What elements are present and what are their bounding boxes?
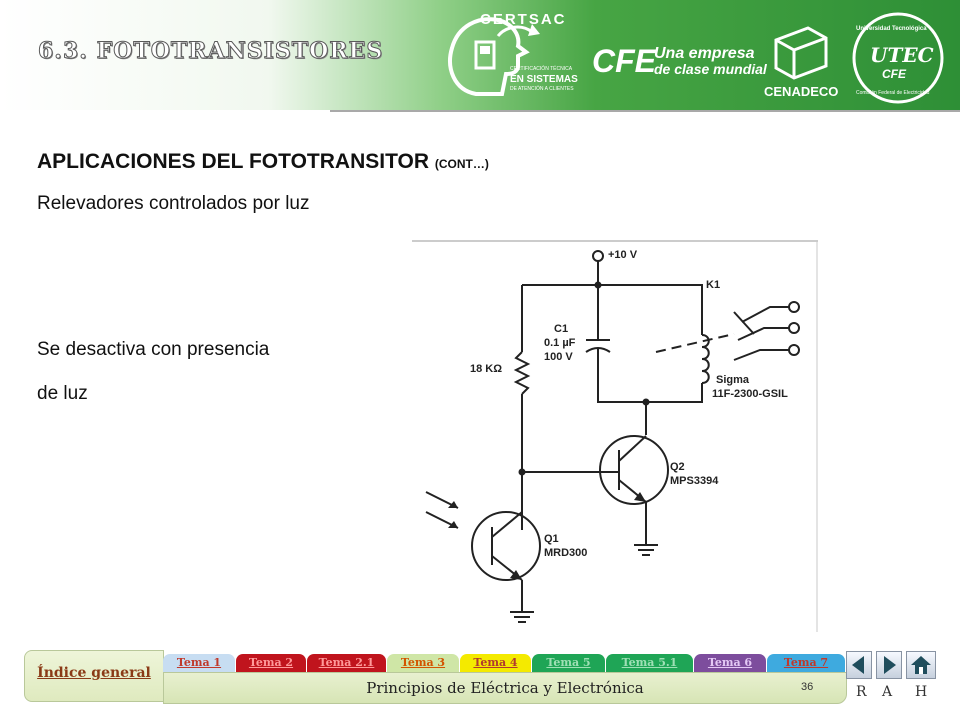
section-title: 6.3. FOTOTRANSISTORES — [37, 38, 384, 65]
transistor-q2 — [599, 435, 669, 505]
heading-cont: (CONT…) — [434, 157, 489, 171]
label-q2-part: MPS3394 — [670, 475, 719, 487]
page-number: 36 — [801, 681, 814, 693]
svg-text:CFE: CFE — [882, 67, 907, 81]
tab-4[interactable]: Tema 3 — [387, 654, 459, 672]
certsac-wordmark: CERTSAC — [480, 11, 567, 28]
label-q1: Q1 — [544, 533, 559, 545]
certsac-logo: CERTSAC CERTIFICACIÓN TÉCNICA EN SISTEMA… — [448, 11, 578, 96]
body-text-line-3: de luz — [37, 383, 88, 404]
body-text-line-1: Relevadores controlados por luz — [37, 193, 310, 214]
arrow-right-icon — [884, 656, 896, 674]
svg-text:CENADECO: CENADECO — [764, 84, 838, 99]
tab-5[interactable]: Tema 4 — [460, 654, 531, 672]
body-text-line-2: Se desactiva con presencia — [37, 339, 270, 360]
photo-relay-circuit-diagram: +10 V K1 C1 0.1 µF 100 V 18 KΩ Sigma 11F… — [412, 240, 818, 632]
label-relay-model-1: Sigma — [716, 374, 750, 386]
svg-text:Una empresa: Una empresa — [654, 45, 755, 62]
label-vcc: +10 V — [608, 249, 638, 261]
transistor-q1 — [471, 511, 541, 581]
partner-logos: CERTSAC CERTIFICACIÓN TÉCNICA EN SISTEMA… — [448, 11, 944, 104]
course-title: Principios de Eléctrica y Electrónica — [366, 679, 644, 697]
index-general-link[interactable]: Índice general — [37, 665, 151, 681]
tab-9[interactable]: Tema 7 — [767, 654, 845, 672]
footer-bar: Principios de Eléctrica y Electrónica 36 — [163, 672, 847, 704]
label-relay-model-2: 11F-2300-GSIL — [712, 388, 788, 400]
cfe-logo: CFE Una empresa de clase mundial — [592, 43, 768, 79]
utec-logo: Universidad Tecnológica UTEC CFE Comisió… — [852, 12, 944, 104]
nav-label-a: A — [882, 684, 893, 700]
label-k1: K1 — [706, 279, 720, 291]
tab-8[interactable]: Tema 6 — [694, 654, 766, 672]
header-divider — [330, 110, 960, 112]
label-r1: 18 KΩ — [470, 363, 502, 375]
tab-3[interactable]: Tema 2.1 — [307, 654, 386, 672]
slide-heading: APLICACIONES DEL FOTOTRANSITOR (CONT…) — [37, 150, 489, 173]
svg-text:EN SISTEMAS: EN SISTEMAS — [510, 74, 578, 85]
relay-coil — [701, 334, 710, 384]
svg-text:de clase mundial: de clase mundial — [654, 61, 768, 77]
svg-text:Comisión Federal de Electricid: Comisión Federal de Electricidad — [856, 90, 930, 96]
label-c1-value: 0.1 µF — [544, 337, 576, 349]
nav-label-h: H — [915, 684, 928, 700]
next-slide-button[interactable] — [876, 651, 902, 679]
resistor-r1 — [513, 351, 531, 395]
svg-text:CFE: CFE — [592, 43, 658, 79]
home-icon — [911, 656, 931, 674]
prev-slide-button[interactable] — [846, 651, 872, 679]
index-panel: Índice general — [24, 650, 164, 702]
label-q1-part: MRD300 — [544, 547, 587, 559]
label-c1: C1 — [554, 323, 568, 335]
arrow-left-icon — [852, 656, 864, 674]
svg-text:UTEC: UTEC — [870, 43, 934, 67]
cenadeco-logo: CENADECO — [764, 26, 838, 99]
svg-text:CERTIFICACIÓN TÉCNICA: CERTIFICACIÓN TÉCNICA — [510, 65, 573, 72]
svg-text:Universidad Tecnológica: Universidad Tecnológica — [856, 26, 927, 32]
label-c1-voltage: 100 V — [544, 351, 573, 363]
tab-2[interactable]: Tema 2 — [236, 654, 306, 672]
home-button[interactable] — [906, 651, 936, 679]
tab-6[interactable]: Tema 5 — [532, 654, 605, 672]
nav-label-r: R — [856, 684, 867, 700]
svg-text:DE ATENCIÓN A CLIENTES: DE ATENCIÓN A CLIENTES — [510, 85, 574, 92]
tab-1[interactable]: Tema 1 — [163, 654, 235, 672]
tab-7[interactable]: Tema 5.1 — [606, 654, 693, 672]
label-q2: Q2 — [670, 461, 685, 473]
